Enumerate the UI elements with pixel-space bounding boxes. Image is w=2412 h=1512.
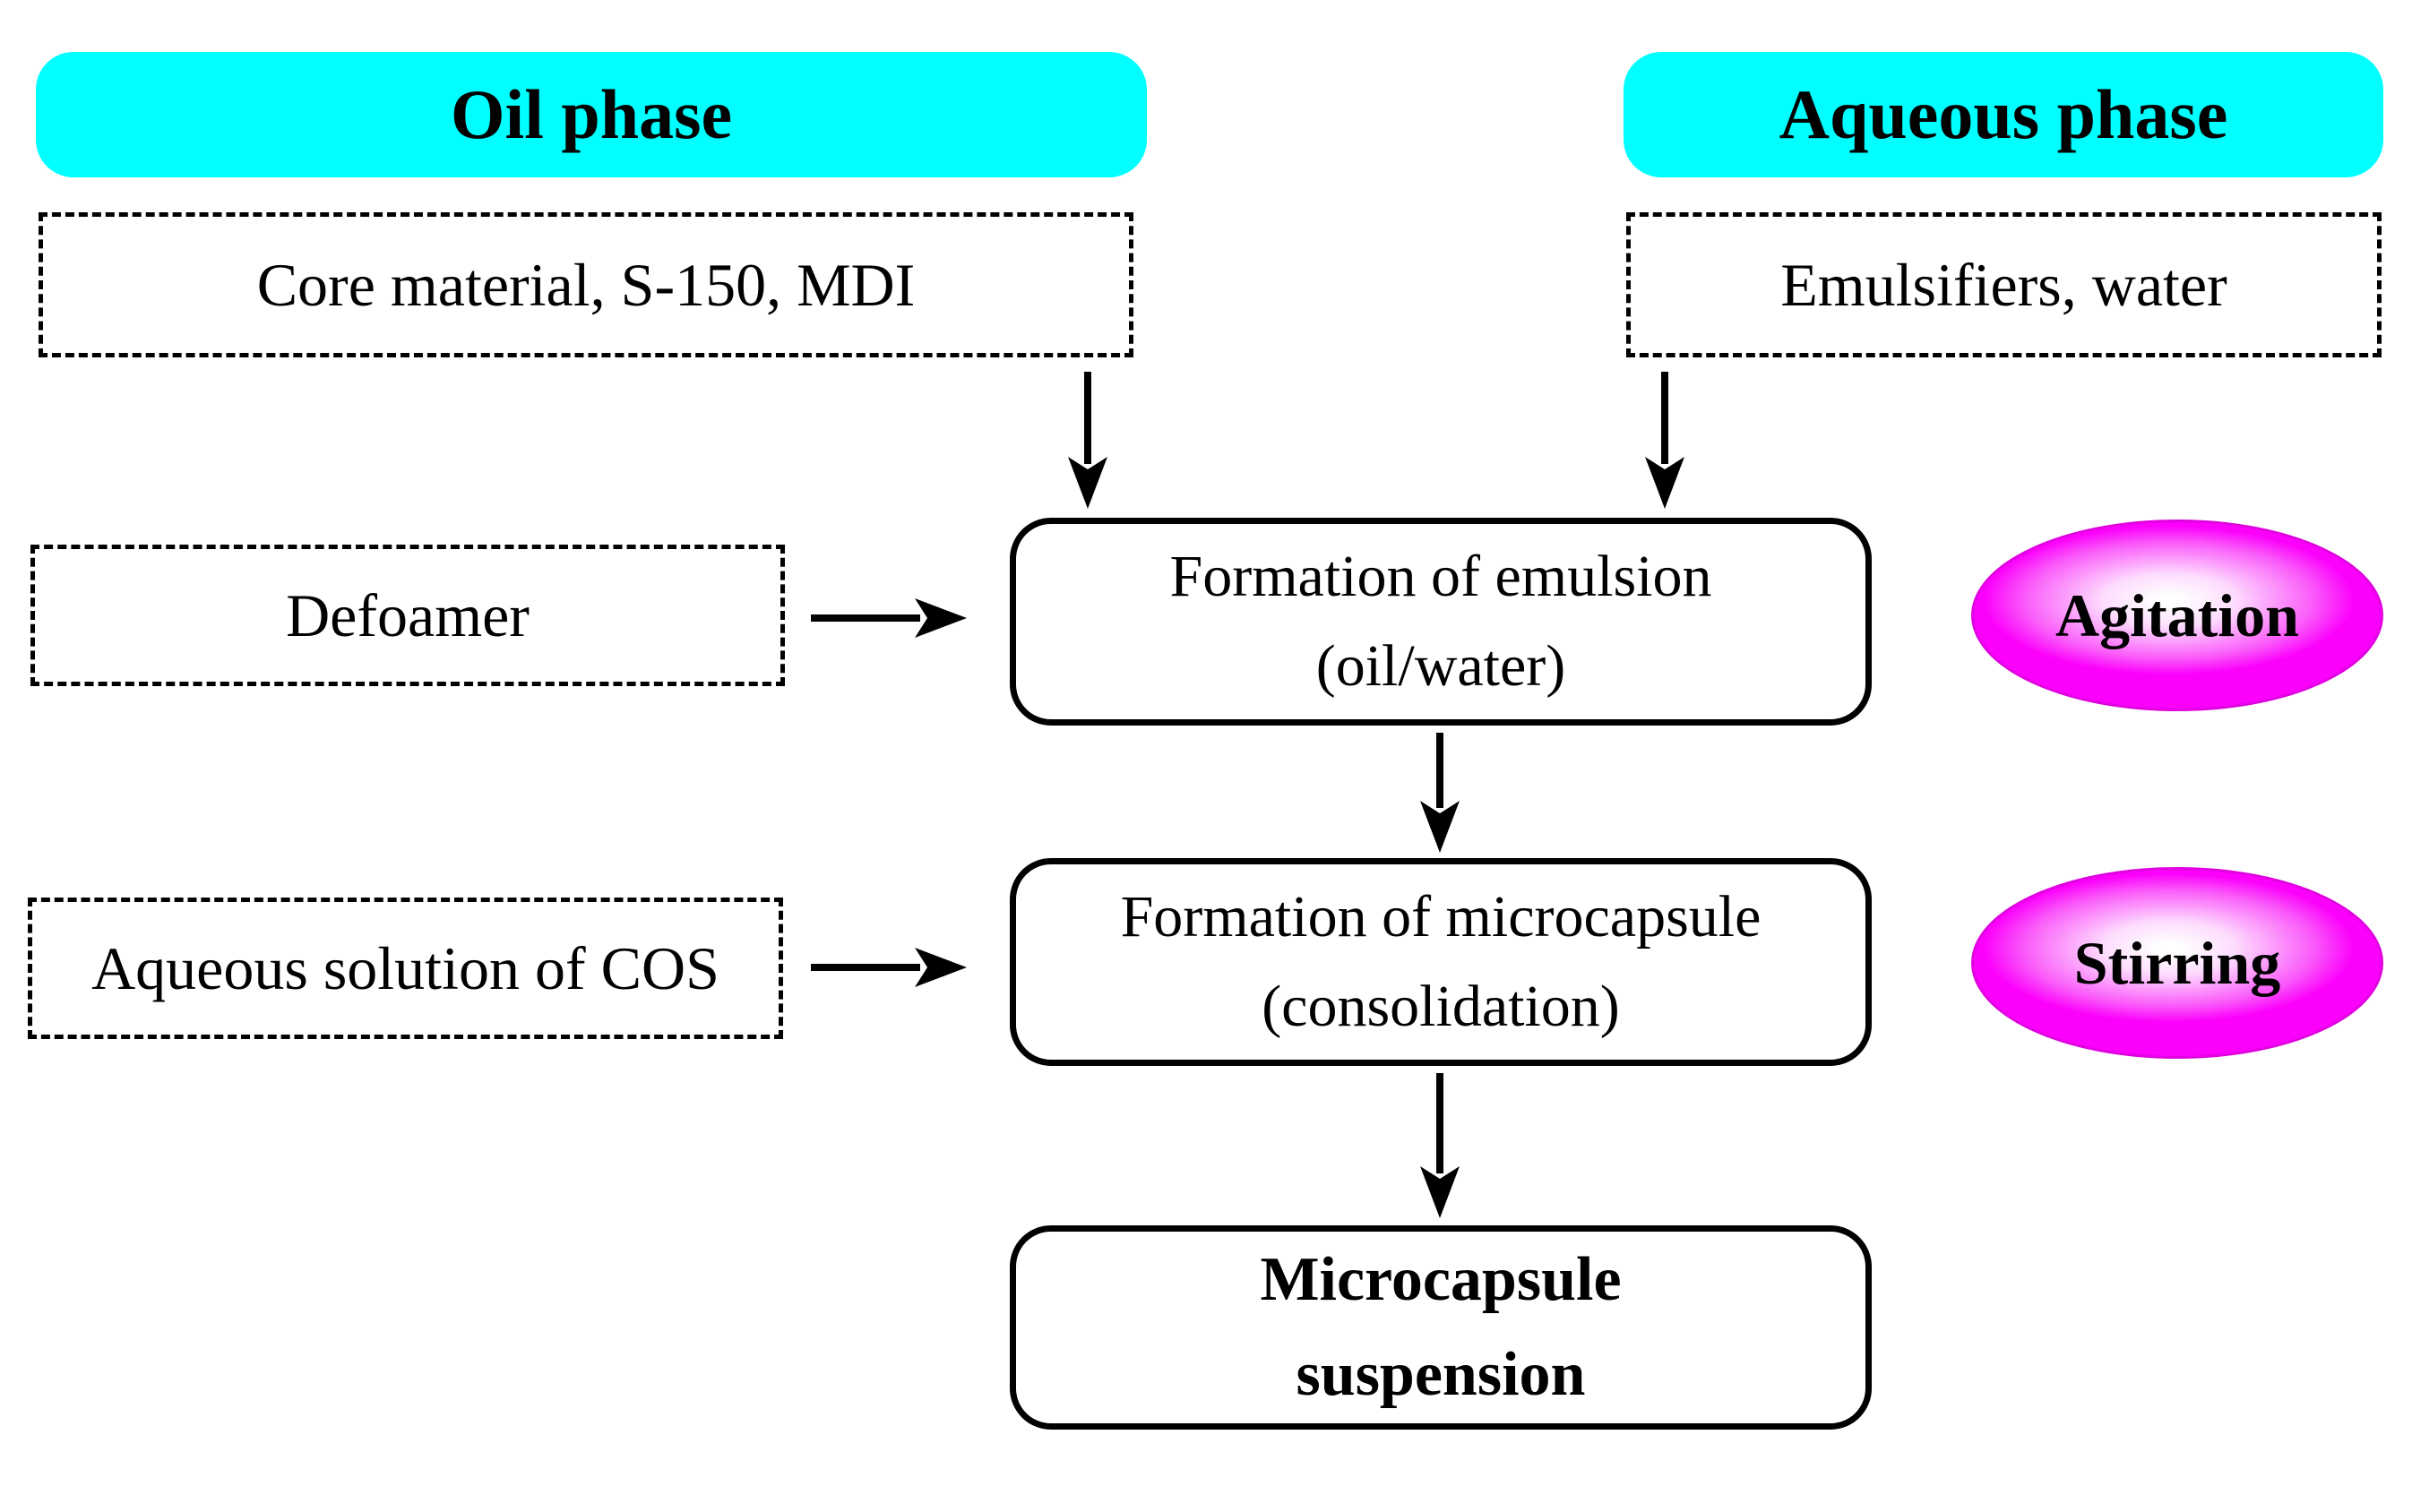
emulsion-process-line1: Formation of emulsion [1169, 544, 1712, 609]
suspension-result-box: Microcapsule suspension [1010, 1225, 1872, 1430]
arrow-down-icon [1420, 1073, 1460, 1218]
arrow-down-icon [1645, 372, 1684, 509]
aqueous-phase-header: Aqueous phase [1624, 52, 2383, 177]
oil-phase-header: Oil phase [36, 52, 1147, 177]
emulsion-process-line2: (oil/water) [1315, 633, 1566, 699]
microcapsule-process-line1: Formation of microcapsule [1120, 884, 1762, 949]
arrow-down-icon [1068, 372, 1107, 509]
arrow-down-icon [1420, 733, 1460, 853]
microcapsule-process-box: Formation of microcapsule (consolidation… [1010, 858, 1872, 1066]
emulsion-process-box: Formation of emulsion (oil/water) [1010, 518, 1872, 726]
suspension-result-line1: Microcapsule [1260, 1245, 1622, 1314]
core-material-input-box: Core material, S-150, MDI [39, 212, 1133, 357]
defoamer-input-box: Defoamer [30, 545, 785, 686]
arrow-right-icon [811, 948, 967, 987]
stirring-condition-ellipse: Stirring [1971, 867, 2383, 1059]
emulsifiers-input-box: Emulsifiers, water [1626, 212, 2382, 357]
arrow-right-icon [811, 598, 967, 638]
cos-solution-input-box: Aqueous solution of COS [28, 898, 783, 1039]
agitation-condition-ellipse: Agitation [1971, 520, 2383, 711]
microcapsule-process-line2: (consolidation) [1262, 974, 1620, 1039]
suspension-result-line2: suspension [1296, 1340, 1586, 1409]
